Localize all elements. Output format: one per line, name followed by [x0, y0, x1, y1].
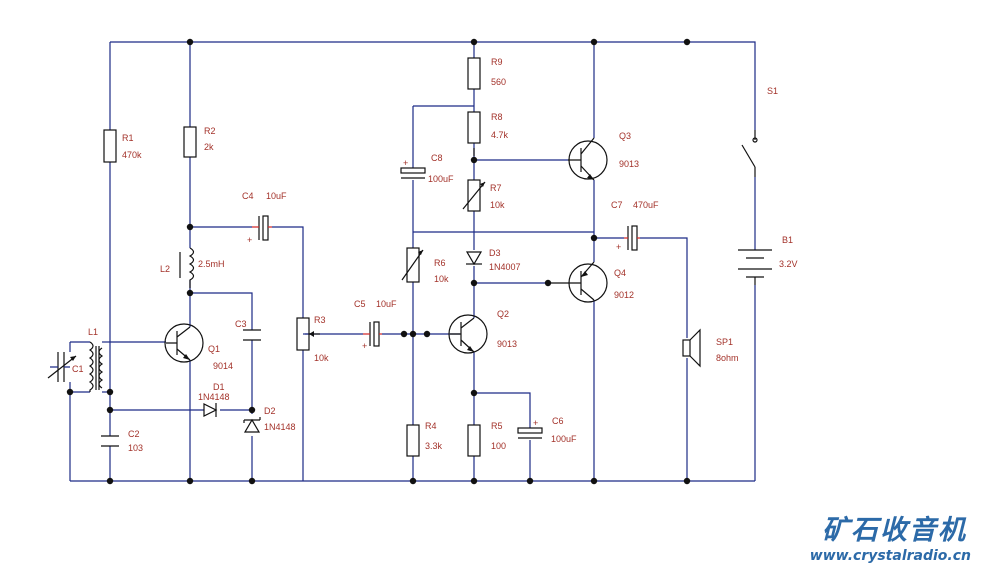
resistor-r1: R1 470k: [103, 129, 142, 163]
svg-text:+: +: [362, 341, 367, 351]
resistor-r5: R5 100: [467, 421, 506, 457]
svg-text:+: +: [533, 418, 538, 428]
c2-value: 103: [128, 443, 143, 453]
variable-resistor-r6: R6 10k: [401, 247, 449, 284]
d2-ref: D2: [264, 406, 276, 416]
r3-ref: R3: [314, 315, 326, 325]
svg-text:+: +: [403, 158, 408, 168]
variable-capacitor-c1: C1: [47, 352, 84, 382]
c5-value: 10uF: [376, 299, 397, 309]
q4-ref: Q4: [614, 268, 626, 278]
r5-ref: R5: [491, 421, 503, 431]
l2-ref: L2: [160, 264, 170, 274]
r8-ref: R8: [491, 112, 503, 122]
r2-value: 2k: [204, 142, 214, 152]
b1-value: 3.2V: [779, 259, 798, 269]
electrolytic-capacitor-c5: + C5 10uF: [354, 299, 397, 351]
c8-value: 100uF: [428, 174, 454, 184]
switch-s1: S1: [741, 86, 778, 177]
inductor-l2: L2 2.5mH: [160, 247, 225, 288]
c2-ref: C2: [128, 429, 140, 439]
c7-value: 470uF: [633, 200, 659, 210]
electrolytic-capacitor-c7: + C7 470uF: [611, 200, 659, 252]
r7-ref: R7: [490, 183, 502, 193]
variable-resistor-r7: R7 10k: [462, 179, 505, 212]
c6-ref: C6: [552, 416, 564, 426]
q2-value: 9013: [497, 339, 517, 349]
diode-d2: D2 1N4148: [243, 406, 296, 433]
q1-value: 9014: [213, 361, 233, 371]
r1-ref: R1: [122, 133, 134, 143]
wires: [69, 41, 756, 482]
c4-value: 10uF: [266, 191, 287, 201]
r9-ref: R9: [491, 57, 503, 67]
c7-ref: C7: [611, 200, 623, 210]
coupled-inductor-l1: L1: [88, 327, 104, 392]
s1-ref: S1: [767, 86, 778, 96]
r1-value: 470k: [122, 150, 142, 160]
r6-value: 10k: [434, 274, 449, 284]
brand-name: 矿石收音机: [822, 515, 967, 546]
l1-ref: L1: [88, 327, 98, 337]
r2-ref: R2: [204, 126, 216, 136]
transistor-q1: Q1 9014: [164, 323, 233, 371]
r4-value: 3.3k: [425, 441, 443, 451]
electrolytic-capacitor-c8: + C8 100uF: [400, 153, 454, 184]
c1-ref: C1: [72, 364, 84, 374]
c8-ref: C8: [431, 153, 443, 163]
r9-value: 560: [491, 77, 506, 87]
c4-ref: C4: [242, 191, 254, 201]
d1-value: 1N4148: [198, 392, 230, 402]
r4-ref: R4: [425, 421, 437, 431]
sp1-ref: SP1: [716, 337, 733, 347]
q2-ref: Q2: [497, 309, 509, 319]
transistor-q3: Q3 9013: [568, 131, 639, 181]
transistor-q4: Q4 9012: [548, 261, 634, 303]
r8-value: 4.7k: [491, 130, 509, 140]
q3-value: 9013: [619, 159, 639, 169]
r5-value: 100: [491, 441, 506, 451]
d2-value: 1N4148: [264, 422, 296, 432]
q4-value: 9012: [614, 290, 634, 300]
r7-value: 10k: [490, 200, 505, 210]
b1-ref: B1: [782, 235, 793, 245]
d3-value: 1N4007: [489, 262, 521, 272]
resistor-r9: R9 560: [467, 57, 506, 90]
c3-ref: C3: [235, 319, 247, 329]
capacitor-c2: C2 103: [101, 429, 143, 453]
r6-ref: R6: [434, 258, 446, 268]
d3-ref: D3: [489, 248, 501, 258]
transistor-q2: Q2 9013: [448, 309, 517, 354]
resistor-r4: R4 3.3k: [406, 421, 443, 457]
resistor-r8: R8 4.7k: [467, 111, 509, 156]
battery-b1: B1 3.2V: [738, 235, 798, 285]
c6-value: 100uF: [551, 434, 577, 444]
junction-dots: [66, 38, 691, 485]
resistor-r2: R2 2k: [183, 126, 216, 158]
c5-ref: C5: [354, 299, 366, 309]
speaker-sp1: SP1 8ohm: [682, 328, 739, 368]
potentiometer-r3: R3 10k: [296, 315, 329, 363]
q1-ref: Q1: [208, 344, 220, 354]
diode-d1: D1 1N4148: [198, 382, 230, 417]
electrolytic-capacitor-c6: + C6 100uF: [517, 416, 577, 444]
svg-text:+: +: [247, 235, 252, 245]
q3-ref: Q3: [619, 131, 631, 141]
sp1-value: 8ohm: [716, 353, 739, 363]
d1-ref: D1: [213, 382, 225, 392]
diode-d3: D3 1N4007: [465, 248, 521, 272]
brand-url: www.crystalradio.cn: [809, 548, 971, 564]
r3-value: 10k: [314, 353, 329, 363]
capacitor-c3: C3: [235, 319, 261, 341]
l2-value: 2.5mH: [198, 259, 225, 269]
electrolytic-capacitor-c4: + C4 10uF: [242, 191, 287, 245]
svg-text:+: +: [616, 242, 621, 252]
